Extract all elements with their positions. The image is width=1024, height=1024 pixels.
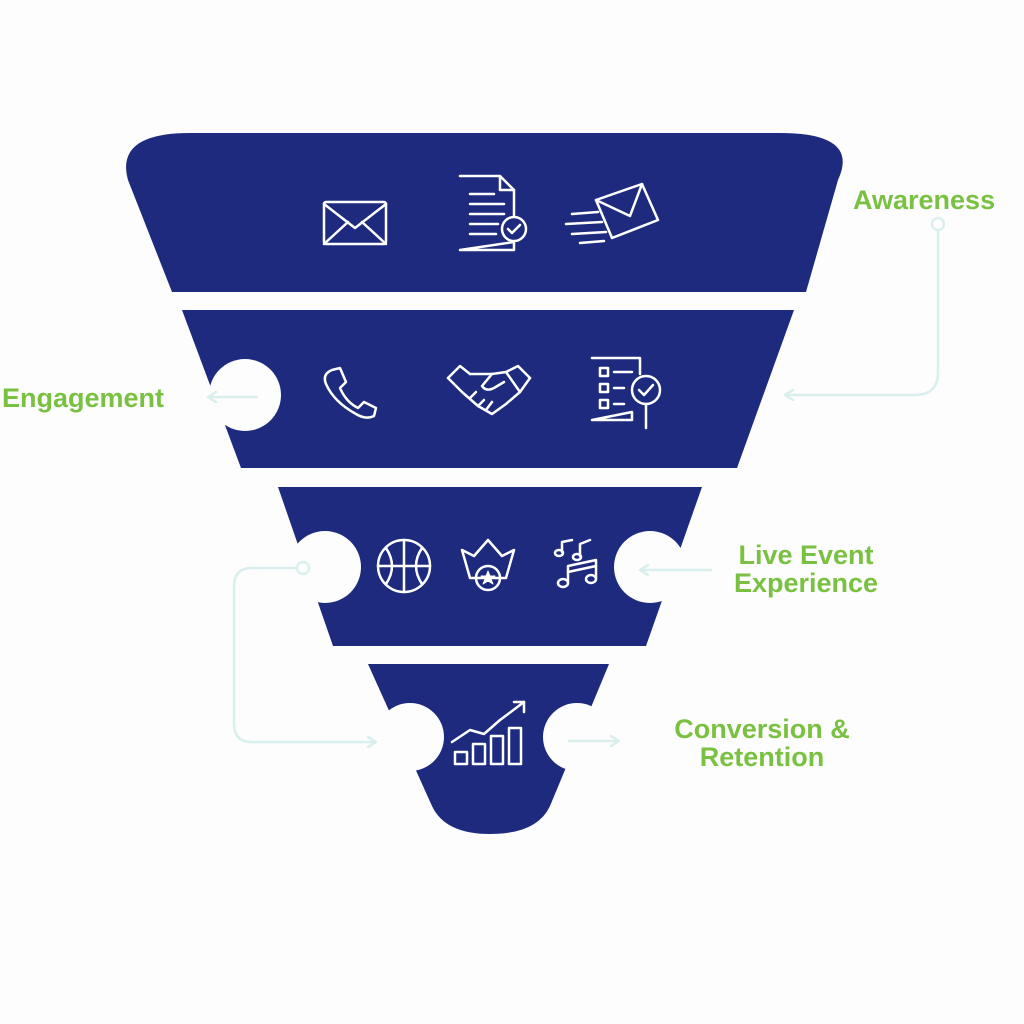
funnel-layer-conversion <box>368 664 609 834</box>
stage-label-live-event: Live Event Experience <box>716 541 896 597</box>
checklist-search-icon <box>590 356 662 430</box>
basketball-icon <box>376 538 432 594</box>
stage-label-awareness: Awareness <box>853 186 995 214</box>
engagement-label-line: Engagement <box>2 383 165 413</box>
document-check-icon <box>458 174 528 252</box>
stage-label-conversion: Conversion & Retention <box>652 715 872 771</box>
icons <box>322 174 662 766</box>
awareness-label-line: Awareness <box>853 185 996 215</box>
sending-envelope-icon <box>564 182 660 245</box>
conversion-label-line-2: Retention <box>699 742 825 772</box>
live-event-label-line-2: Experience <box>733 568 879 598</box>
funnel-layer-awareness <box>126 133 843 292</box>
envelope-icon <box>322 200 388 246</box>
growth-chart-icon <box>450 700 526 766</box>
live-event-label-line-1: Live Event <box>738 540 874 570</box>
conversion-label-line-1: Conversion & <box>674 714 850 744</box>
awareness-connector <box>785 230 940 395</box>
connectors <box>208 216 946 742</box>
stage-label-engagement: Engagement <box>2 384 164 412</box>
awareness-connector-dot <box>930 216 946 232</box>
live-event-to-conversion-connector <box>232 566 376 742</box>
crown-star-icon <box>460 538 516 592</box>
phone-icon <box>323 366 378 419</box>
funnel-layers <box>126 133 843 834</box>
live-event-connector-dot <box>295 560 311 576</box>
music-notes-icon <box>553 538 598 589</box>
handshake-icon <box>446 364 532 416</box>
